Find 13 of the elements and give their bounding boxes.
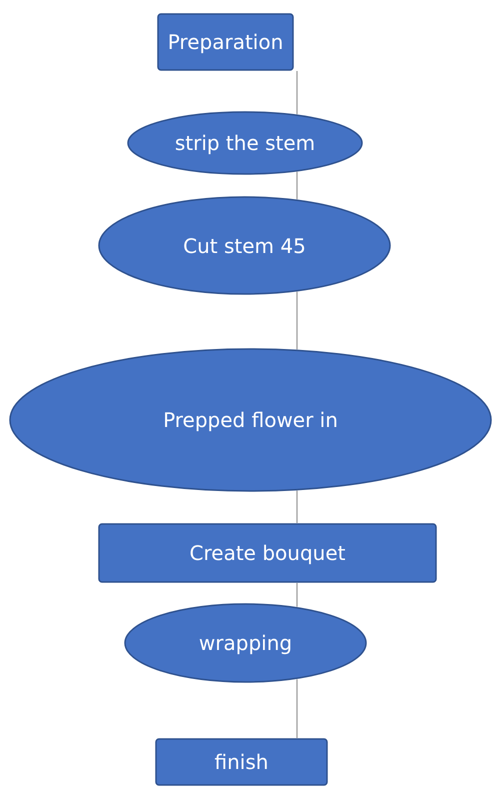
connector-line bbox=[296, 678, 298, 738]
connector-line bbox=[296, 70, 298, 115]
node-label: Cut stem 45 bbox=[183, 234, 306, 258]
node-label: Prepped flower in bbox=[163, 408, 338, 432]
node-label: wrapping bbox=[198, 631, 292, 655]
connector-line bbox=[296, 490, 298, 524]
node-label: strip the stem bbox=[174, 131, 316, 155]
connector-line bbox=[296, 582, 298, 608]
connector-line bbox=[296, 171, 298, 200]
connector-line bbox=[296, 291, 298, 350]
node-label: Create bouquet bbox=[190, 541, 346, 565]
node-label: Preparation bbox=[168, 30, 284, 54]
node-label: finish bbox=[214, 750, 268, 774]
